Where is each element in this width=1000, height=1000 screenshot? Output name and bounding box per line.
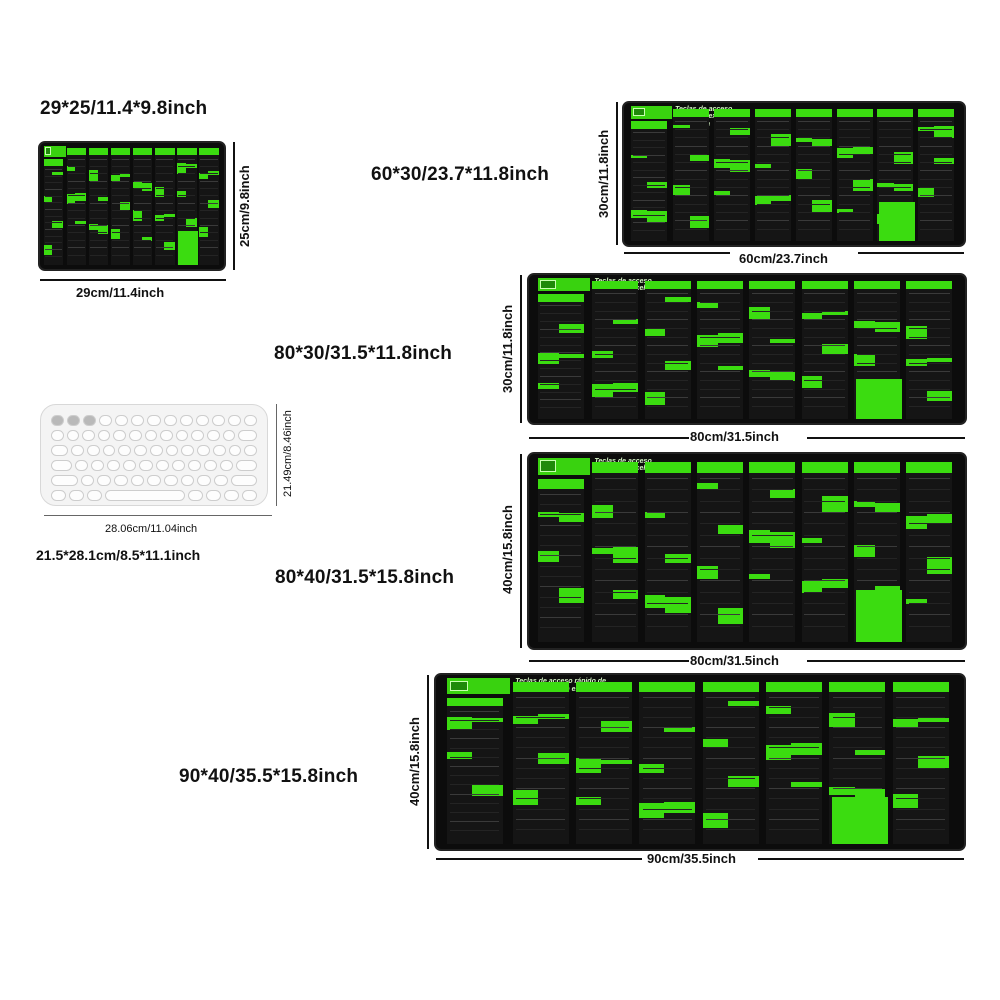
width-arrow-right <box>807 660 965 662</box>
shortcut-column <box>66 148 87 266</box>
shortcut-highlight-box <box>856 589 903 643</box>
shortcut-column <box>639 681 696 844</box>
shortcut-column <box>630 121 667 241</box>
shortcut-highlight-box <box>178 231 198 266</box>
shortcut-column <box>714 108 751 241</box>
shortcut-column <box>795 108 832 241</box>
height-label-60x30: 30cm/11.8inch <box>596 129 611 219</box>
mousepad-90x40: Teclas de acceso rápido de excel versión… <box>434 673 966 851</box>
width-arrow <box>44 515 272 516</box>
keyboard-width-label: 28.06cm/11.04inch <box>105 523 198 535</box>
shortcut-column <box>592 280 639 419</box>
width-label-80x40: 80cm/31.5inch <box>690 653 779 668</box>
excel-logo-icon <box>449 680 469 692</box>
shortcut-column <box>537 479 584 643</box>
width-arrow <box>40 279 226 281</box>
shortcut-column <box>199 148 219 266</box>
shortcut-column <box>702 681 759 844</box>
width-arrow-left <box>436 858 642 860</box>
shortcut-column <box>592 461 639 643</box>
width-arrow-left <box>624 252 730 254</box>
width-label-29x25: 29cm/11.4inch <box>76 285 165 300</box>
shortcut-column <box>644 280 691 419</box>
excel-logo-icon <box>540 279 556 289</box>
height-label-90x40: 40cm/15.8inch <box>407 717 422 807</box>
shortcut-column <box>110 148 131 266</box>
shortcut-column <box>575 681 632 844</box>
shortcut-column <box>801 461 848 643</box>
height-arrow <box>427 675 429 849</box>
size-label-60x30: 60*30/23.7*11.8inch <box>371 164 550 185</box>
mousepad-80x40: Teclas de acceso rápido de excel versión… <box>527 452 967 650</box>
shortcut-column <box>892 681 949 844</box>
shortcut-column <box>749 461 796 643</box>
excel-logo-icon <box>44 147 52 155</box>
shortcut-column <box>644 461 691 643</box>
width-label-80x30: 80cm/31.5inch <box>690 429 779 444</box>
size-label-80x40: 80*40/31.5*15.8inch <box>275 567 455 588</box>
width-label-90x40: 90cm/35.5inch <box>647 851 736 866</box>
shortcut-column <box>766 681 822 844</box>
mousepad-80x30: Teclas de acceso rápido de excel versión… <box>527 273 967 425</box>
height-arrow <box>520 275 522 423</box>
mousepad-60x30: Teclas de acceso rápido de excel versión… <box>622 101 966 247</box>
shortcut-highlight-box <box>879 202 916 241</box>
shortcut-column <box>749 280 796 419</box>
mat-header <box>43 145 66 157</box>
width-label-60x30: 60cm/23.7inch <box>739 251 828 266</box>
mousepad-29x25 <box>38 141 226 271</box>
height-label-29x25: 25cm/9.8inch <box>237 165 252 247</box>
shortcut-column <box>673 108 710 241</box>
width-arrow-right <box>758 858 964 860</box>
shortcut-column <box>446 697 503 844</box>
excel-logo-icon <box>540 460 556 473</box>
height-label-80x30: 30cm/11.8inch <box>500 304 515 394</box>
height-arrow <box>233 142 235 270</box>
keyboard-size-label: 21.5*28.1cm/8.5*11.1inch <box>36 547 201 563</box>
keyboard-reference <box>40 404 268 506</box>
shortcut-column <box>906 280 953 419</box>
size-label-29x25: 29*25/11.4*9.8inch <box>40 98 208 119</box>
size-label-90x40: 90*40/35.5*15.8inch <box>179 766 359 787</box>
shortcut-column <box>754 108 791 241</box>
shortcut-column <box>696 280 744 419</box>
shortcut-column <box>43 159 64 266</box>
shortcut-column <box>155 148 175 266</box>
height-arrow <box>276 404 277 506</box>
shortcut-column <box>537 294 584 419</box>
shortcut-column <box>801 280 848 419</box>
size-label-80x30: 80*30/31.5*11.8inch <box>274 343 453 364</box>
width-arrow-left <box>529 437 689 439</box>
shortcut-column <box>512 681 569 844</box>
height-label-80x40: 40cm/15.8inch <box>500 505 515 595</box>
shortcut-highlight-box <box>832 796 888 844</box>
shortcut-column <box>132 148 153 266</box>
shortcut-column <box>836 108 873 241</box>
shortcut-highlight-box <box>856 378 903 419</box>
excel-logo-icon <box>632 107 645 117</box>
width-arrow-right <box>858 252 964 254</box>
shortcut-column <box>918 108 955 241</box>
shortcut-column <box>696 461 744 643</box>
keyboard-height-label: 21.49cm/8.46inch <box>282 410 294 498</box>
height-arrow <box>520 454 522 648</box>
height-arrow <box>616 102 618 245</box>
shortcut-column <box>906 461 953 643</box>
shortcut-column <box>88 148 109 266</box>
width-arrow-right <box>807 437 965 439</box>
width-arrow-left <box>529 660 689 662</box>
